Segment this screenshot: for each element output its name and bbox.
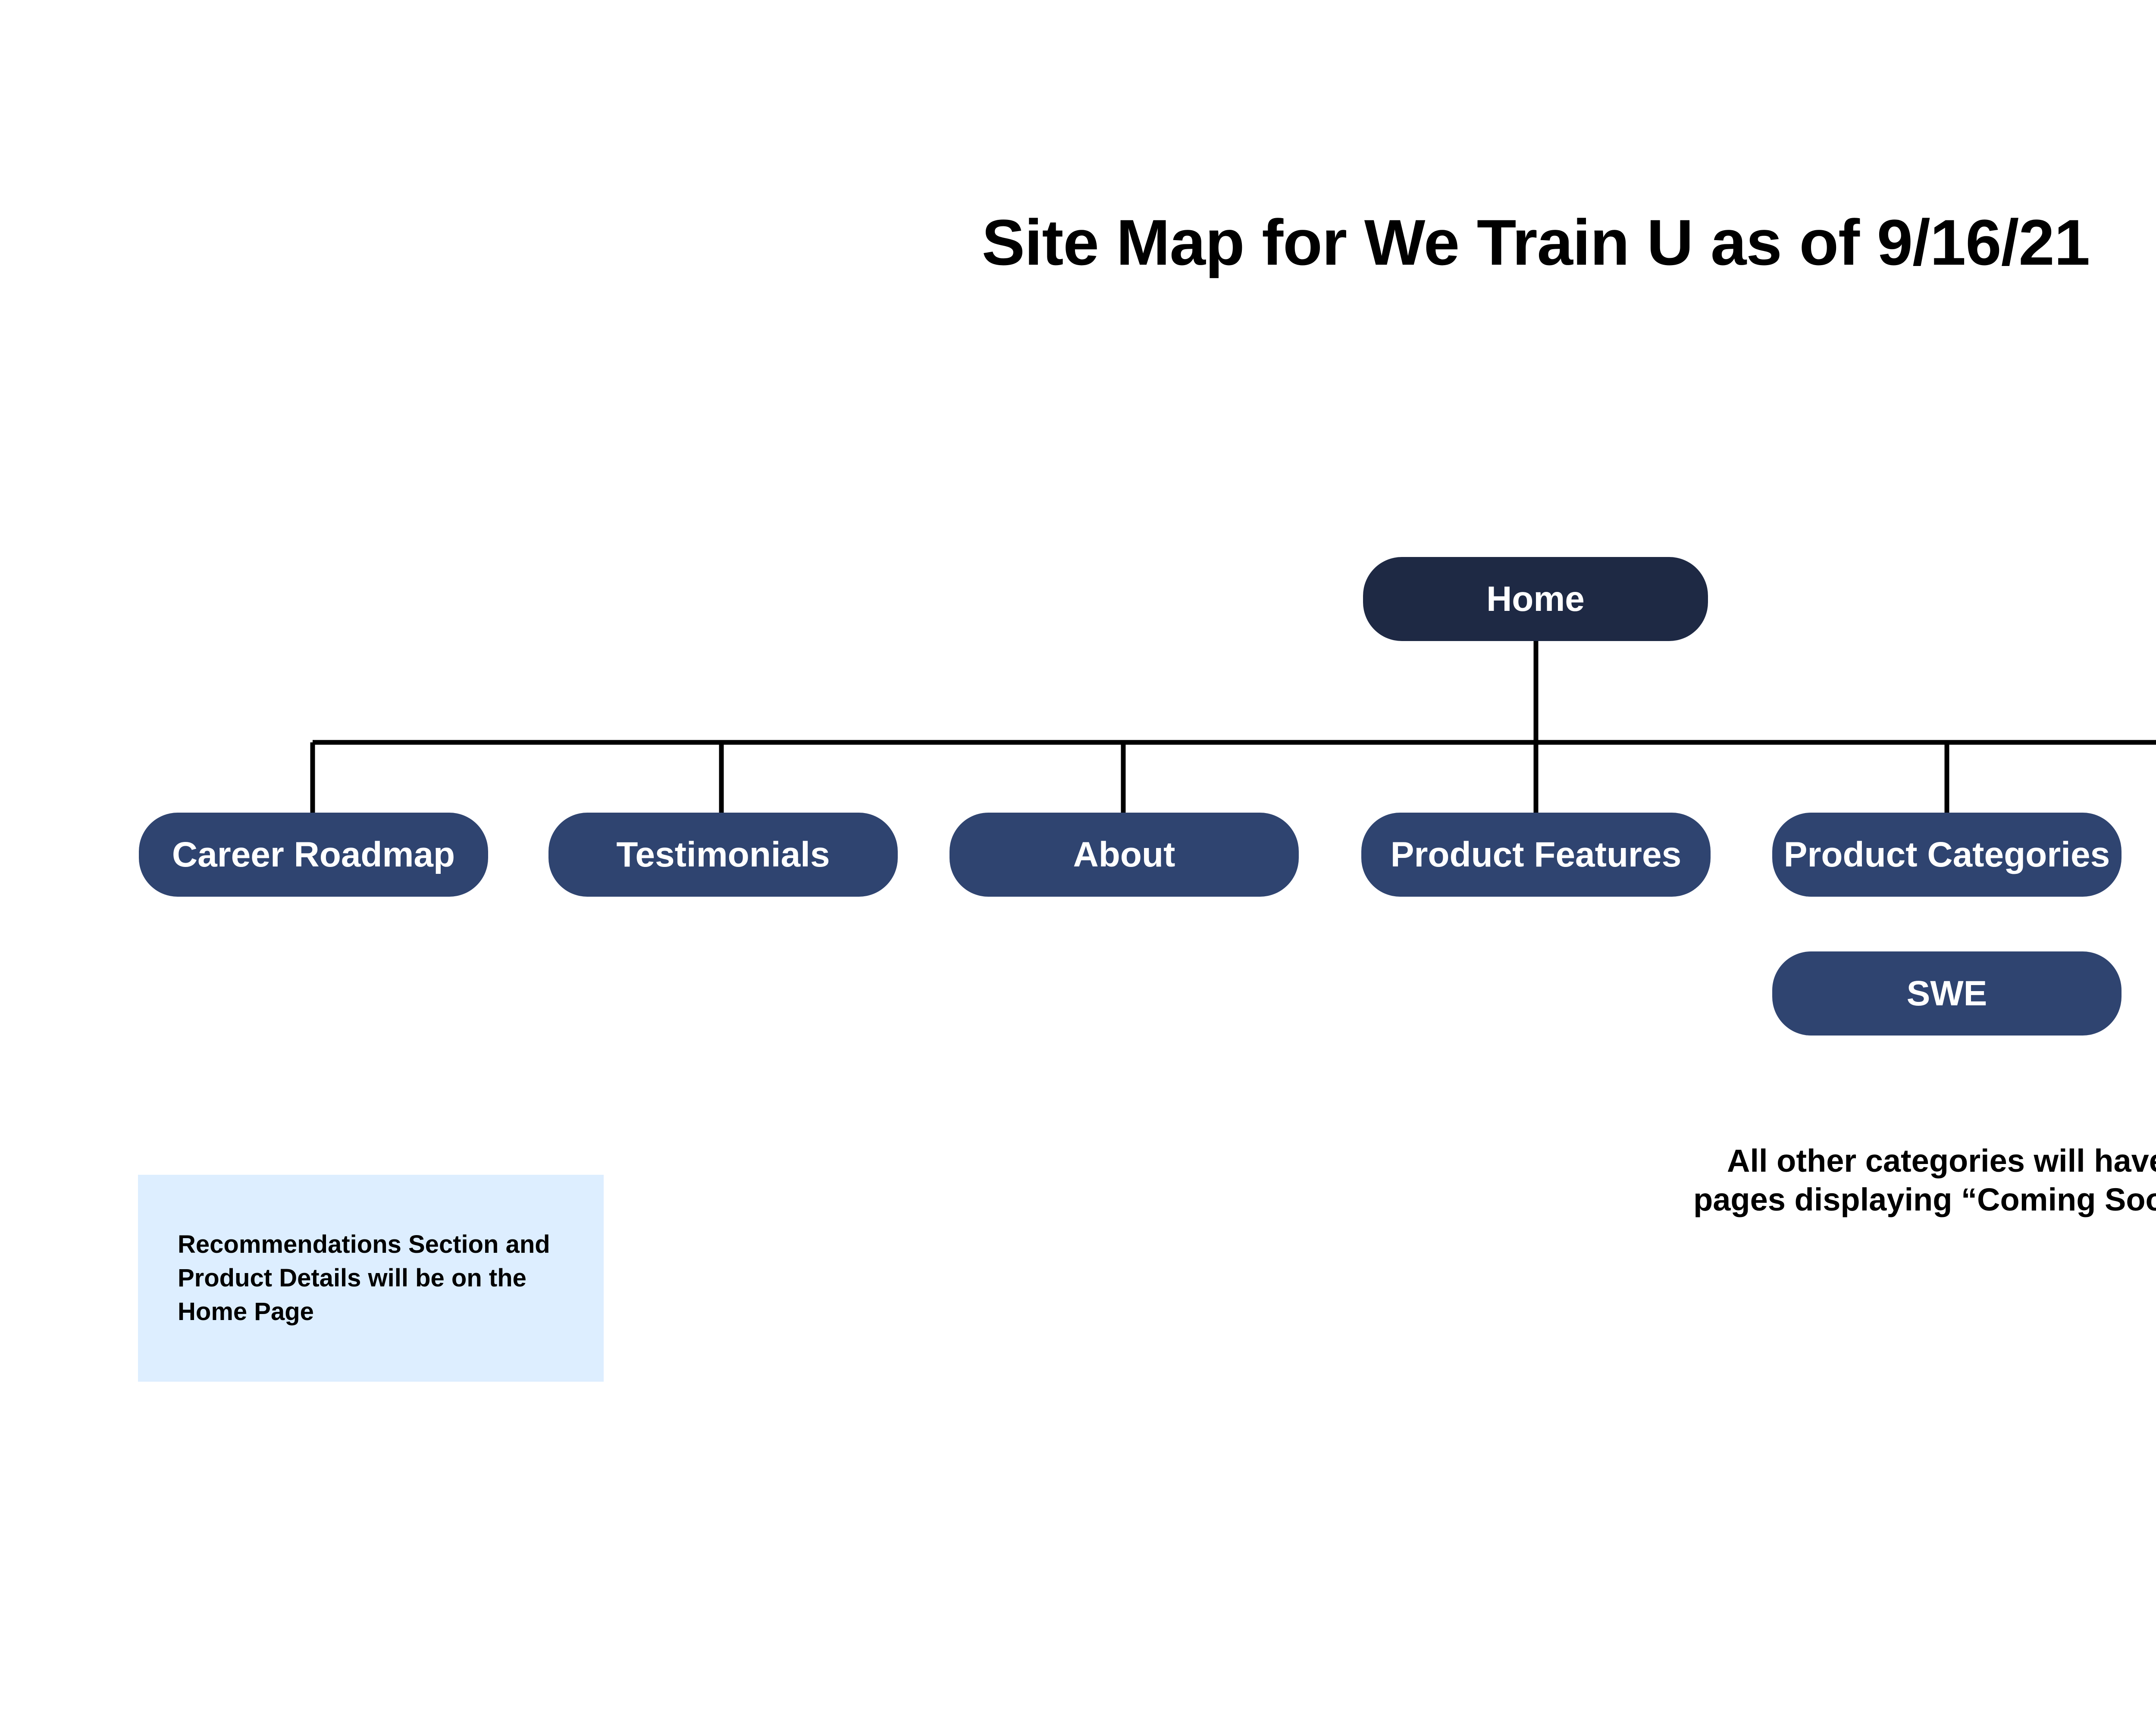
node-about-label: About: [1073, 835, 1175, 874]
node-product-features-label: Product Features: [1390, 835, 1682, 874]
page-title: Site Map for We Train U as of 9/16/21: [981, 206, 2090, 278]
node-swe-label: SWE: [1906, 973, 1987, 1013]
home-page-note-box: Recommendations Section and Product Deta…: [138, 1175, 604, 1382]
node-testimonials[interactable]: Testimonials: [548, 813, 898, 897]
node-testimonials-label: Testimonials: [616, 835, 830, 874]
node-career-roadmap-label: Career Roadmap: [172, 835, 455, 874]
home-page-note-text: Recommendations Section and Product Deta…: [178, 1230, 550, 1326]
node-about[interactable]: About: [950, 813, 1299, 897]
node-home[interactable]: Home: [1363, 557, 1708, 641]
categories-coming-soon-note: All other categories will have pages dis…: [1634, 1142, 2156, 1220]
node-home-label: Home: [1486, 579, 1585, 619]
node-swe[interactable]: SWE: [1772, 951, 2122, 1036]
categories-coming-soon-note-line2: pages displaying “Coming Soon”: [1693, 1182, 2156, 1218]
node-product-categories[interactable]: Product Categories: [1772, 813, 2122, 897]
node-product-categories-label: Product Categories: [1783, 835, 2110, 874]
categories-coming-soon-note-line1: All other categories will have: [1727, 1143, 2156, 1179]
node-product-features[interactable]: Product Features: [1361, 813, 1711, 897]
node-career-roadmap[interactable]: Career Roadmap: [139, 813, 488, 897]
